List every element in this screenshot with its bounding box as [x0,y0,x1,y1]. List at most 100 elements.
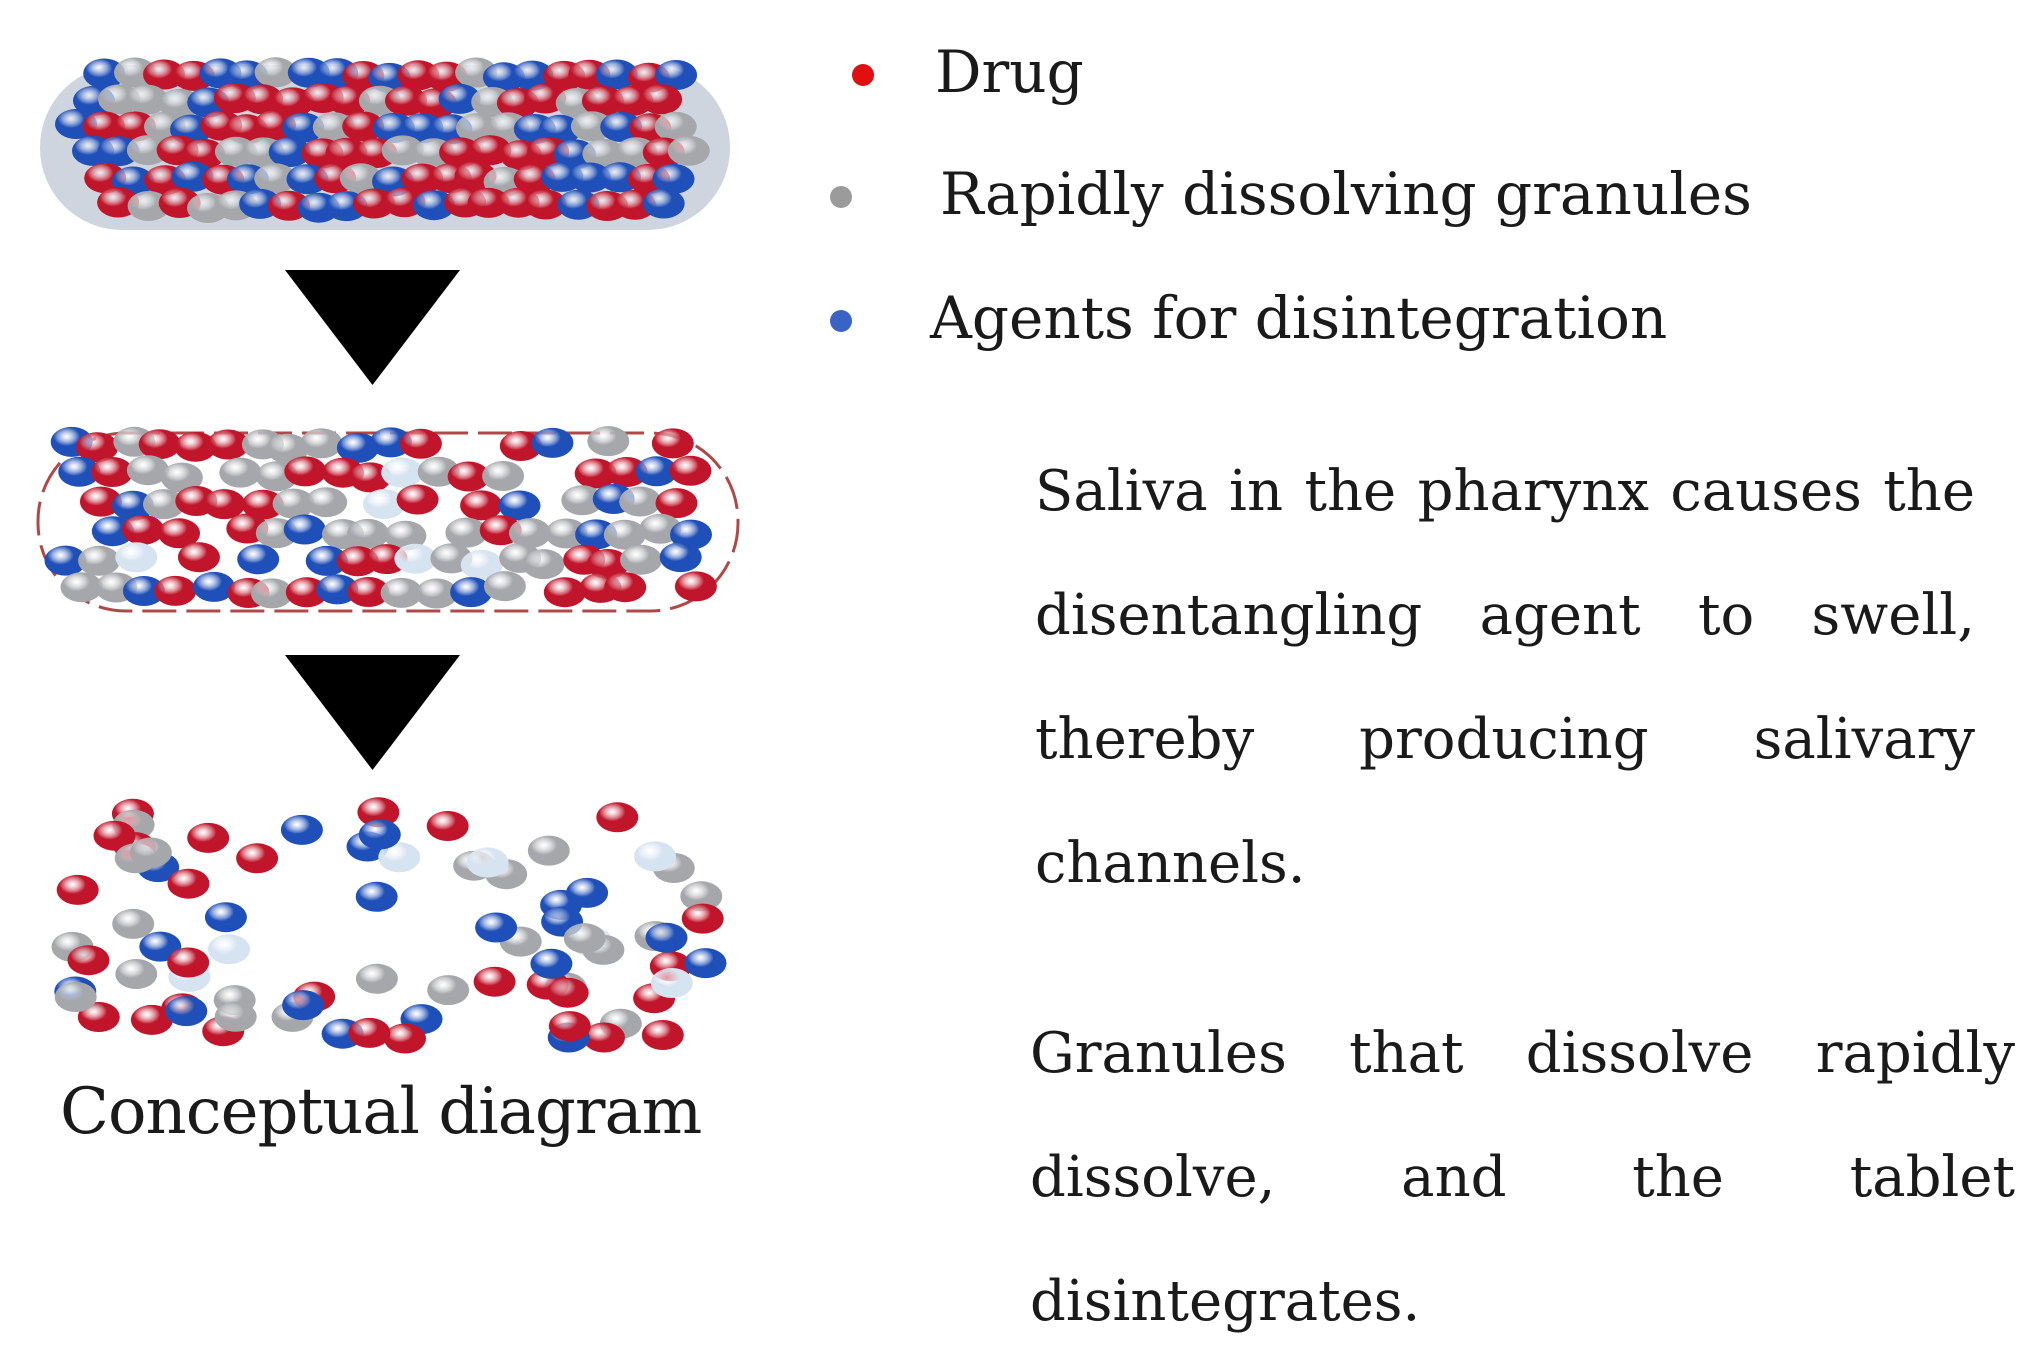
dissolved-particle [394,543,437,574]
disintegration-agent-particle [652,163,695,194]
drug-particle [236,843,279,874]
drug-particle [143,59,185,90]
swelling-outline [36,431,740,613]
granule-particle [219,457,262,488]
disintegration-agent-particle [165,996,208,1027]
drug-particle [349,462,392,493]
drug-particle [651,428,694,459]
drug-particle [426,811,469,841]
intact-tablet [40,57,730,230]
drug-particle [399,428,442,459]
disintegration-agent-particle [684,948,727,979]
legend-label-agents: Agents for disintegration [930,284,1668,352]
disintegration-agent-particle [316,574,359,605]
drug-particle [167,868,210,899]
disintegration-agent-particle [511,60,554,91]
dissolved-particle [208,934,250,965]
drug-particle [348,1017,391,1048]
down-arrow-icon [285,270,460,385]
drug-particle [83,111,125,142]
drug-particle [177,542,220,573]
drug-particle [325,137,368,168]
dissolved-particle [650,968,693,998]
granule-particle [266,433,309,464]
drug-particle [587,549,629,579]
drug-particle [447,461,490,492]
drug-particle [396,484,439,515]
drug-particle [77,1002,120,1032]
granule-particle [254,57,297,88]
disintegration-agent-particle [498,490,541,521]
drug-particle [524,83,567,114]
disintegration-agent-particle [568,162,611,193]
granule-particle [300,428,343,459]
drug-particle [207,429,249,460]
drug-particle [674,571,717,602]
dissolved-particle [378,842,421,873]
disintegration-agent-particle [635,456,678,487]
disintegration-agent-particle [355,881,398,912]
drug-particle [655,488,698,519]
disintegration-agent-particle [595,59,638,90]
legend-label-granules: Rapidly dissolving granules [940,160,1752,228]
disintegration-agent-particle [645,922,688,953]
drug-particle [167,947,210,978]
drug-particle [524,189,567,220]
disintegration-agent-particle [450,577,493,608]
granule-particle [347,518,389,549]
granule-particle [582,138,625,169]
disintegrated-tablet [51,797,727,1054]
granule-particle [78,545,121,576]
drug-particle [174,431,217,462]
drug-particle [439,137,482,168]
disintegration-agent-particle [171,161,214,192]
granule-particle [561,485,604,516]
disintegration-agent-particle [268,137,311,168]
granule-particle [54,982,97,1012]
disintegration-agent-particle [112,490,154,521]
drug-particle [203,489,246,520]
dissolved-particle [363,489,405,520]
granule-particle [60,572,103,603]
dissolved-particle [381,457,424,488]
drug-particle [669,455,712,486]
drug-particle [187,822,230,853]
granule-particle [214,1001,257,1032]
granule-particle [415,578,458,609]
granule-particle [126,455,169,486]
granule-particle [112,908,155,939]
drug-particle [342,111,385,142]
granule-particle [527,835,570,866]
dissolved-particle [634,841,676,872]
drug-particle [543,577,586,608]
dissolved-particle [466,847,509,878]
granule-particle [355,963,398,994]
dissolved-particle [460,549,503,580]
granule-particle [129,837,172,868]
drug-particle [113,111,156,142]
disintegration-agent-particle [438,83,481,114]
disintegration-agent-particle [91,516,134,547]
granule-particle [381,135,424,166]
granule-particle [483,571,526,602]
disintegration-agent-particle [122,576,165,606]
drug-particle [158,518,200,549]
granule-particle [570,111,613,142]
drug-particle [79,486,122,517]
disintegration-agent-particle [655,60,698,90]
disintegration-agent-particle [659,542,702,573]
drug-particle [67,945,110,976]
granule-particle [115,959,158,989]
swelling-description: Saliva in the pharynx causes the disenta… [1035,459,1975,896]
drug-particle [154,575,197,606]
disintegration-agent-particle [58,456,101,487]
disintegration-agent-particle [413,190,455,221]
disintegration-agent-particle [192,571,235,602]
swelling-tablet [36,426,740,613]
drug-particle [640,84,683,115]
granule-particle [680,881,723,912]
granule-particle [522,549,565,580]
disintegration-agent-particle [44,545,87,576]
drug-particle [460,490,503,521]
drug-particle [574,458,617,489]
